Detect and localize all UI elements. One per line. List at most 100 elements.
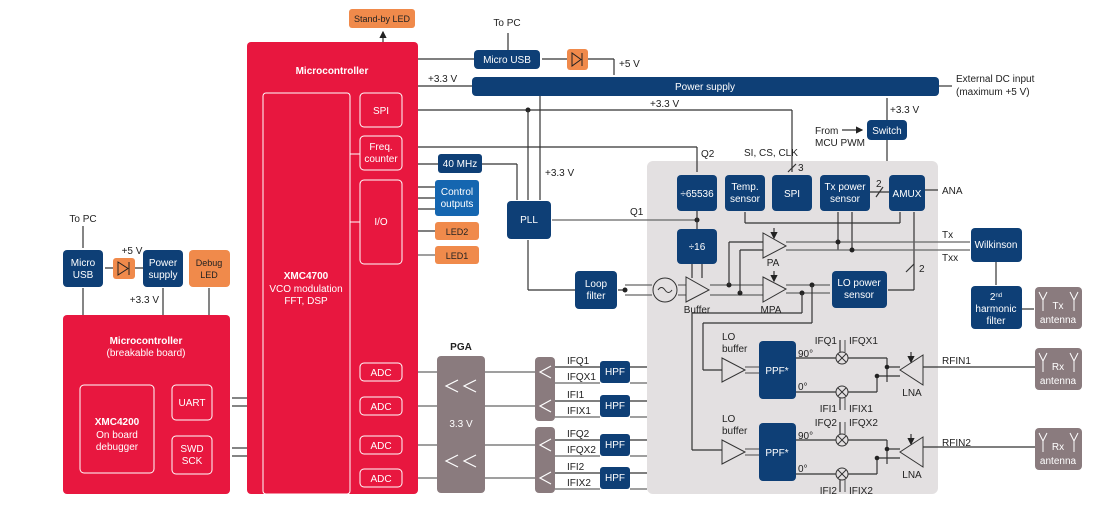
amp-triangle-icon — [444, 379, 459, 393]
spi-port: SPI — [359, 92, 403, 128]
svg-text:From: From — [815, 126, 838, 137]
if-label: IFI2 — [567, 462, 585, 473]
svg-text:LNA: LNA — [902, 388, 922, 399]
svg-text:PPF*: PPF* — [765, 366, 788, 377]
svg-text:IFQ2: IFQ2 — [815, 418, 838, 429]
diode-icon — [567, 49, 588, 70]
amux-block[interactable]: AMUX — [889, 175, 925, 211]
svg-text:buffer: buffer — [722, 344, 748, 355]
svg-text:debugger: debugger — [96, 442, 139, 453]
svg-text:buffer: buffer — [722, 426, 748, 437]
io-port: I/O — [359, 179, 403, 265]
svg-text:+3.3 V: +3.3 V — [650, 99, 680, 110]
antenna-icon — [1069, 352, 1079, 372]
left-power-supply[interactable]: Power supply — [143, 250, 183, 287]
lo-buffer-amp-icon — [721, 439, 747, 465]
svg-text:40 MHz: 40 MHz — [443, 159, 477, 170]
spi-block[interactable]: SPI — [772, 175, 812, 211]
pll-block[interactable]: PLL — [507, 201, 551, 239]
svg-text:Buffer: Buffer — [684, 305, 711, 316]
svg-text:counter: counter — [364, 154, 398, 165]
svg-text:2: 2 — [919, 264, 925, 275]
tx-power-sensor[interactable]: Tx power sensor — [820, 175, 870, 211]
adc-2: ADC — [359, 396, 403, 416]
svg-text:+3.3 V: +3.3 V — [130, 295, 160, 306]
svg-text:2nd: 2nd — [990, 292, 1002, 303]
amp-triangle-icon — [538, 365, 552, 379]
led1[interactable]: LED1 — [435, 246, 479, 264]
wilkinson-divider[interactable]: Wilkinson — [971, 228, 1022, 262]
top-micro-usb[interactable]: Micro USB — [474, 50, 540, 69]
svg-text:antenna: antenna — [1040, 315, 1077, 326]
switch-block[interactable]: Switch — [867, 120, 907, 140]
amp-triangle-icon — [462, 454, 477, 468]
diode-icon — [113, 258, 135, 279]
svg-text:harmonic: harmonic — [975, 304, 1016, 315]
debug-led[interactable]: Debug LED — [189, 250, 230, 287]
amp-triangle-icon — [538, 438, 552, 452]
svg-text:PPF*: PPF* — [765, 448, 788, 459]
svg-text:sensor: sensor — [830, 194, 861, 205]
loop-filter[interactable]: Loop filter — [575, 271, 617, 309]
svg-text:Micro USB: Micro USB — [483, 55, 531, 66]
svg-text:Stand-by LED: Stand-by LED — [354, 14, 411, 24]
svg-text:(maximum +5 V): (maximum +5 V) — [956, 87, 1030, 98]
svg-text:ANA: ANA — [942, 186, 963, 197]
if-label: IFQX1 — [567, 372, 596, 383]
svg-text:filter: filter — [587, 291, 607, 302]
svg-text:LO: LO — [722, 414, 736, 425]
antenna-icon — [1038, 291, 1048, 311]
svg-text:RFIN2: RFIN2 — [942, 438, 971, 449]
svg-text:Debug: Debug — [196, 258, 223, 268]
svg-text:LO: LO — [722, 332, 736, 343]
hpf-block[interactable] — [600, 361, 630, 383]
svg-text:LNA: LNA — [902, 470, 922, 481]
svg-text:HPF: HPF — [605, 473, 625, 484]
svg-text:3: 3 — [798, 163, 804, 174]
control-outputs[interactable]: Control outputs — [435, 180, 479, 216]
svg-text:MPA: MPA — [761, 305, 782, 316]
divider-65536[interactable]: ÷65536 — [677, 175, 717, 211]
svg-text:+3.3 V: +3.3 V — [545, 168, 575, 179]
main-power-supply[interactable]: Power supply — [472, 77, 939, 96]
svg-text:Rx: Rx — [1052, 442, 1064, 453]
antenna-icon — [1069, 291, 1079, 311]
lo-power-sensor[interactable]: LO power sensor — [832, 271, 887, 308]
hpf-block[interactable] — [600, 395, 630, 417]
temp-sensor[interactable]: Temp. sensor — [725, 175, 765, 211]
oscillator-40mhz[interactable]: 40 MHz — [438, 154, 482, 173]
rf-chip-area — [647, 161, 938, 494]
divider-16[interactable]: ÷16 — [677, 229, 717, 264]
hpf-block[interactable] — [600, 467, 630, 489]
svg-text:filter: filter — [987, 316, 1007, 327]
svg-text:Wilkinson: Wilkinson — [975, 240, 1018, 251]
ppf-block[interactable] — [759, 341, 796, 399]
standby-led[interactable]: Stand-by LED — [349, 9, 415, 28]
debug-microcontroller[interactable]: Microcontroller (breakable board) XMC420… — [63, 315, 230, 494]
ppf-block[interactable] — [759, 423, 796, 481]
hpf-block[interactable] — [600, 434, 630, 456]
if-amp-group[interactable] — [535, 357, 555, 421]
svg-text:Txx: Txx — [942, 253, 958, 264]
svg-text:VCO modulation: VCO modulation — [269, 284, 342, 295]
svg-text:IFQ1: IFQ1 — [815, 336, 838, 347]
adc-1: ADC — [359, 362, 403, 382]
if-label: IFQ2 — [567, 429, 590, 440]
antenna-icon — [1038, 352, 1048, 372]
led2[interactable]: LED2 — [435, 222, 479, 240]
amp-triangle-icon — [444, 454, 459, 468]
harmonic-filter[interactable]: 2nd harmonic filter — [971, 286, 1022, 329]
svg-text:HPF: HPF — [605, 401, 625, 412]
main-microcontroller[interactable]: Microcontroller XMC4700 VCO modulation F… — [247, 42, 418, 495]
amp-triangle-icon — [462, 379, 477, 393]
pga-block[interactable]: 3.3 V — [437, 356, 485, 493]
left-micro-usb[interactable]: Micro USB — [63, 250, 103, 287]
if-amp-group[interactable] — [535, 427, 555, 493]
pa-amp-icon — [762, 232, 788, 259]
svg-text:Control: Control — [441, 187, 473, 198]
vco-icon — [652, 277, 678, 303]
svg-text:SPI: SPI — [784, 189, 800, 200]
